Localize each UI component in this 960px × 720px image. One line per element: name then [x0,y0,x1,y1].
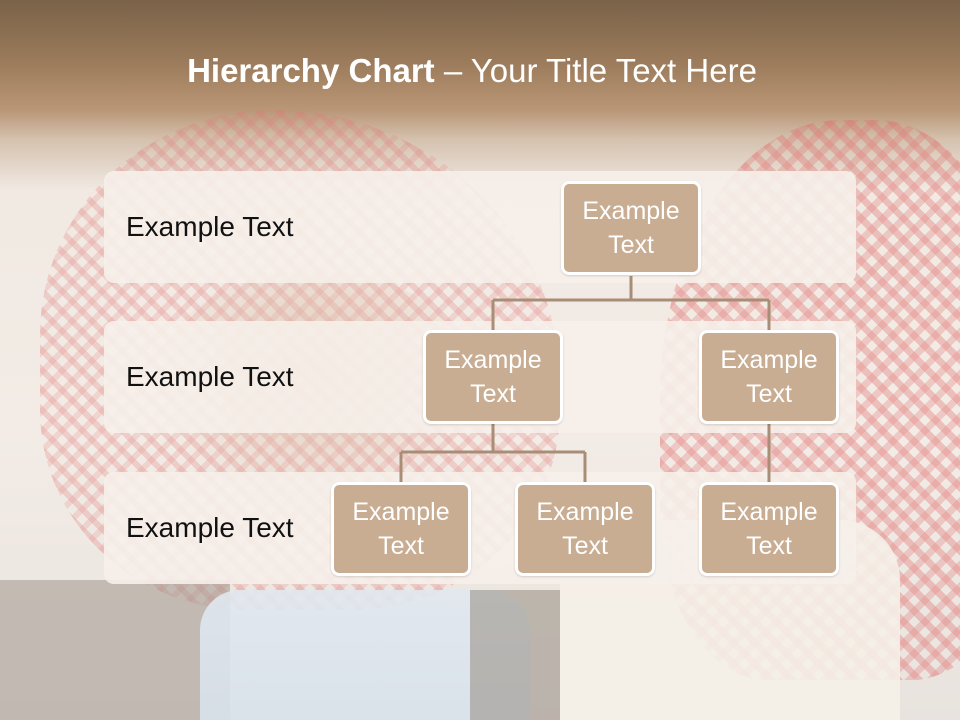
node-level3-right[interactable]: Example Text [699,482,839,576]
title-rest: – Your Title Text Here [434,52,757,89]
node-level3-middle-line2: Text [562,532,608,560]
node-level3-middle[interactable]: Example Text [515,482,655,576]
node-level2-right-line1: Example [720,346,818,374]
node-root[interactable]: Example Text [561,181,701,275]
node-level3-middle-line1: Example [536,498,634,526]
level-label-2: Example Text [126,361,294,392]
node-level2-left[interactable]: Example Text [423,330,563,424]
node-root-line1: Example [582,197,680,225]
node-level2-right-line2: Text [746,380,792,408]
connector-root-to-level2 [491,276,771,330]
connector-left-to-children [399,424,587,482]
node-root-line2: Text [608,231,654,259]
background-suit-right [470,590,560,720]
level-label-1: Example Text [126,211,294,242]
node-level3-right-line1: Example [720,498,818,526]
node-level2-left-line1: Example [444,346,542,374]
node-level3-left-line1: Example [352,498,450,526]
background-suit-left [0,580,230,720]
level-band-1: Example Text [104,171,856,283]
node-level3-left[interactable]: Example Text [331,482,471,576]
level-label-3: Example Text [126,512,294,543]
node-level3-left-line2: Text [378,532,424,560]
title-bold: Hierarchy Chart [187,52,435,89]
node-level3-right-line2: Text [746,532,792,560]
node-level2-left-line2: Text [470,380,516,408]
node-level2-right[interactable]: Example Text [699,330,839,424]
slide-title: Hierarchy Chart – Your Title Text Here [0,52,944,90]
